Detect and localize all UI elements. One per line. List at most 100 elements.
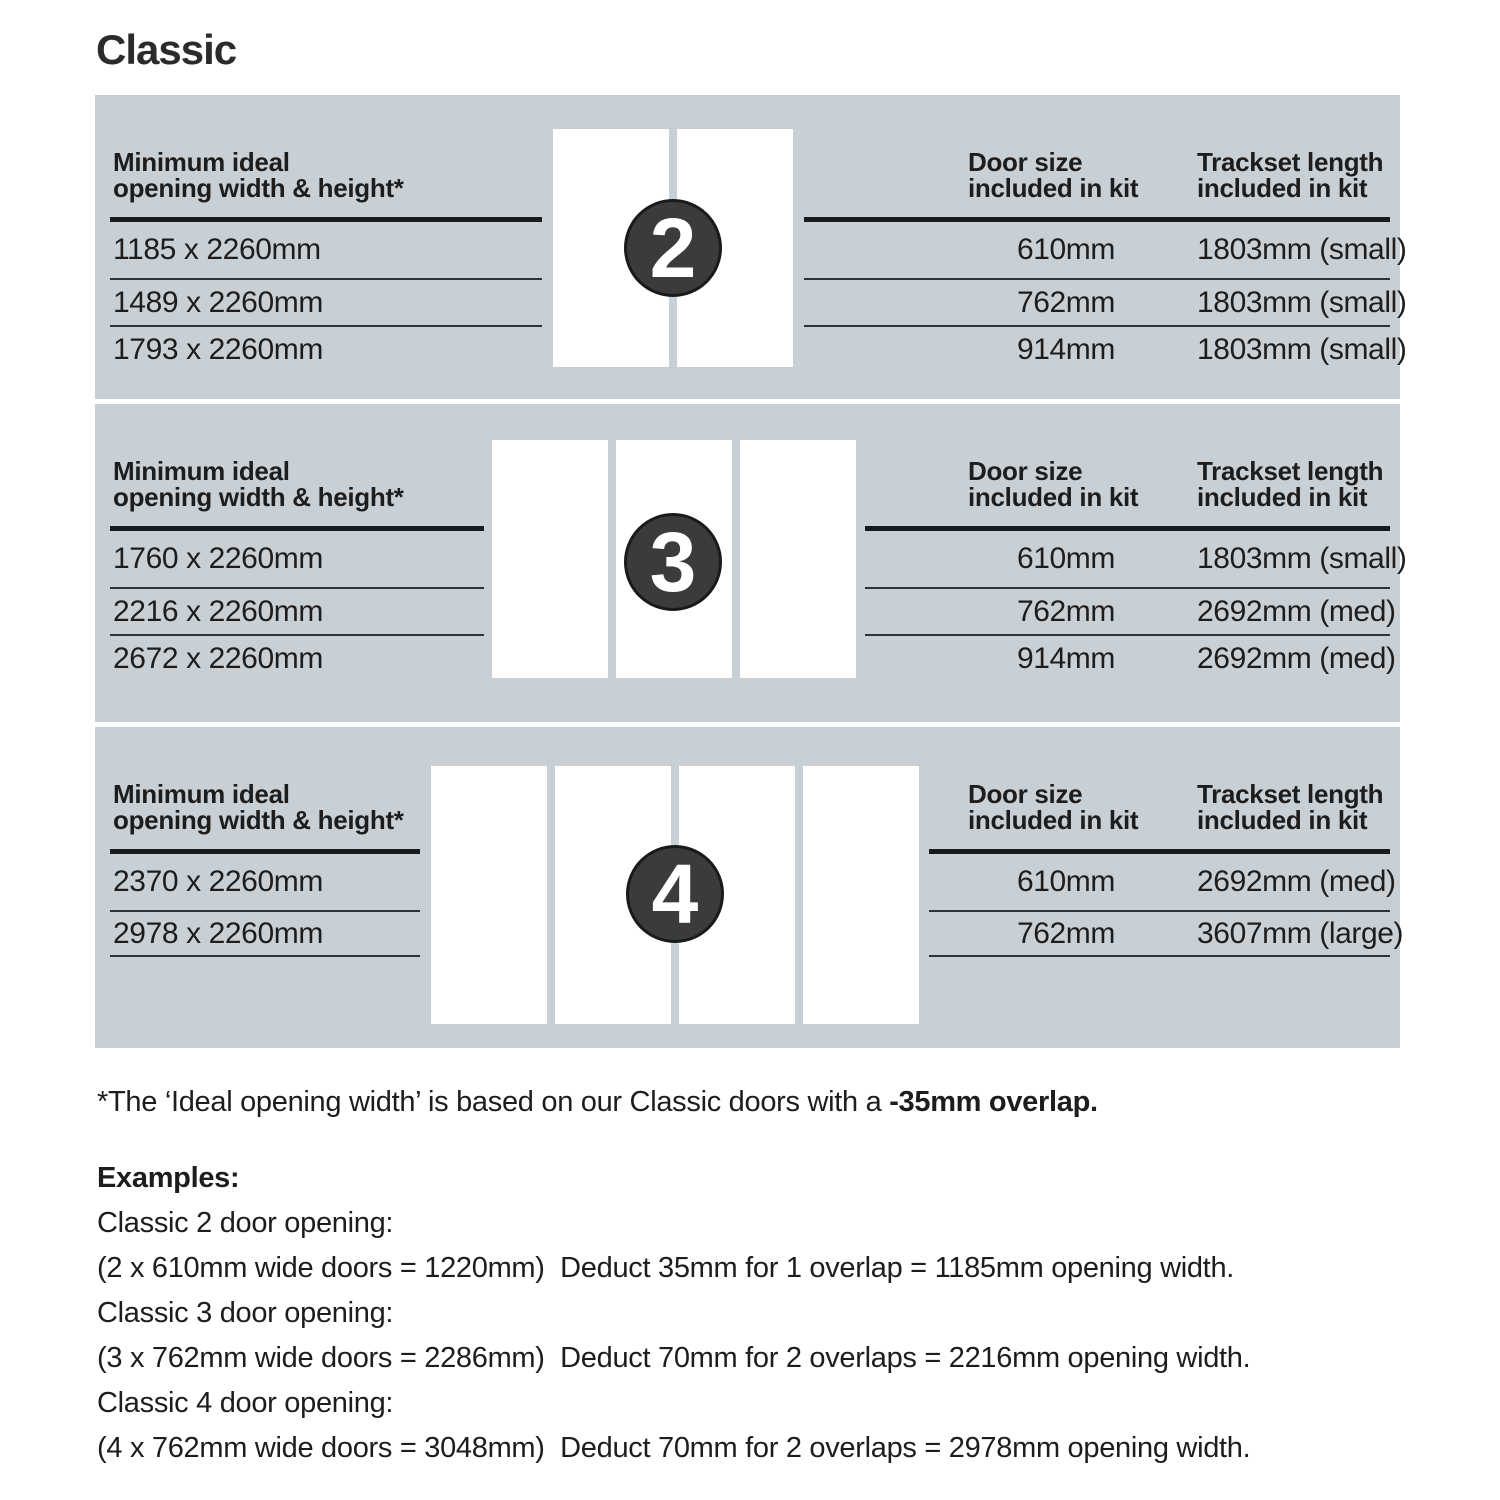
- header-line: included in kit: [968, 173, 1139, 203]
- door-count-badge: 2: [624, 199, 722, 297]
- trackset-column-header: Trackset length included in kit: [1197, 456, 1384, 512]
- header-line: Door size: [968, 147, 1083, 177]
- trackset-length-cell: 1803mm (small): [1197, 285, 1407, 319]
- examples-section: Examples: Classic 2 door opening: (2 x 6…: [97, 1156, 1251, 1471]
- door-size-cell: 610mm: [1016, 865, 1115, 898]
- door-size-cell: 610mm: [1016, 233, 1115, 266]
- door-count-badge: 3: [624, 513, 722, 611]
- door-count-badge: 4: [626, 845, 724, 943]
- header-line: opening width & height*: [113, 482, 404, 512]
- header-line: included in kit: [968, 805, 1139, 835]
- header-line: Door size: [968, 779, 1083, 809]
- trackset-length-cell: 2692mm (med): [1197, 865, 1396, 898]
- table-row: 1185 x 2260mm: [110, 222, 542, 278]
- door-size-column-header: Door size included in kit: [968, 456, 1139, 512]
- header-rule: [804, 217, 1390, 222]
- opening-column-header: Minimum ideal opening width & height*: [113, 149, 404, 201]
- table-row: 610mm 1803mm (small): [804, 222, 1407, 278]
- header-line: Minimum ideal: [113, 456, 290, 486]
- trackset-length-cell: 2692mm (med): [1197, 594, 1396, 628]
- trackset-length-cell: 1803mm (small): [1197, 332, 1407, 366]
- example-line: (2 x 610mm wide doors = 1220mm) Deduct 3…: [97, 1252, 1235, 1284]
- example-line: (4 x 762mm wide doors = 3048mm) Deduct 7…: [97, 1432, 1251, 1464]
- header-line: included in kit: [968, 482, 1139, 512]
- opening-column: Minimum ideal opening width & height* 23…: [110, 727, 420, 1048]
- table-row: 1793 x 2260mm: [110, 325, 542, 372]
- header-line: Door size: [968, 456, 1083, 486]
- table-row: 610mm 2692mm (med): [929, 854, 1396, 910]
- header-line: Minimum ideal: [113, 779, 290, 809]
- header-line: opening width & height*: [113, 805, 404, 835]
- table-row: 1489 x 2260mm: [110, 278, 542, 325]
- page-title: Classic: [96, 26, 237, 73]
- door-panel: [492, 440, 608, 678]
- header-rule: [110, 217, 542, 222]
- overlap-footnote: *The ‘Ideal opening width’ is based on o…: [97, 1086, 1098, 1119]
- opening-size-cell: 1760 x 2260mm: [113, 542, 323, 575]
- door-size-cell: 762mm: [1016, 916, 1115, 950]
- door-count: 4: [651, 847, 699, 941]
- door-size-cell: 610mm: [1016, 542, 1115, 575]
- footnote-text: *The ‘Ideal opening width’ is based on o…: [97, 1086, 890, 1118]
- opening-size-cell: 2370 x 2260mm: [113, 865, 323, 898]
- door-size-column-header: Door size included in kit: [968, 779, 1139, 835]
- opening-column-header: Minimum ideal opening width & height*: [113, 781, 404, 833]
- door-panel: [431, 766, 547, 1024]
- door-count: 3: [649, 515, 697, 609]
- panel-4-door: Minimum ideal opening width & height* 23…: [95, 727, 1404, 1048]
- trackset-length-cell: 2692mm (med): [1197, 641, 1396, 675]
- door-panel: [803, 766, 919, 1024]
- opening-size-cell: 1185 x 2260mm: [113, 233, 321, 266]
- header-line: opening width & height*: [113, 173, 404, 203]
- kit-columns: Door size included in kit Trackset lengt…: [804, 95, 1407, 399]
- door-size-column-header: Door size included in kit: [968, 147, 1139, 203]
- example-line: Classic 3 door opening:: [97, 1297, 394, 1329]
- door-count: 2: [649, 201, 697, 295]
- opening-column: Minimum ideal opening width & height* 11…: [110, 95, 542, 399]
- door-size-cell: 762mm: [1016, 594, 1115, 628]
- door-size-cell: 914mm: [1016, 332, 1115, 366]
- header-rule: [110, 526, 484, 531]
- table-row: 610mm 1803mm (small): [865, 531, 1407, 587]
- table-row: 1760 x 2260mm: [110, 531, 484, 587]
- table-row: 762mm 3607mm (large): [929, 910, 1404, 957]
- opening-size-cell: 1793 x 2260mm: [113, 332, 323, 366]
- footnote-bold-text: -35mm overlap.: [889, 1086, 1098, 1118]
- panel-2-door: Minimum ideal opening width & height* 11…: [95, 95, 1407, 399]
- door-panel: [740, 440, 856, 678]
- table-row: 914mm 2692mm (med): [865, 634, 1396, 681]
- kit-columns: Door size included in kit Trackset lengt…: [929, 727, 1404, 1048]
- trackset-column-header: Trackset length included in kit: [1197, 779, 1384, 835]
- trackset-length-cell: 3607mm (large): [1197, 916, 1404, 950]
- trackset-column-header: Trackset length included in kit: [1197, 147, 1384, 203]
- header-rule: [865, 526, 1390, 531]
- door-size-cell: 914mm: [1016, 641, 1115, 675]
- table-row: 2216 x 2260mm: [110, 587, 484, 634]
- header-line: included in kit: [1197, 482, 1368, 512]
- table-row: 762mm 1803mm (small): [804, 278, 1407, 325]
- header-line: Trackset length: [1197, 147, 1384, 177]
- table-row: 762mm 2692mm (med): [865, 587, 1396, 634]
- examples-heading: Examples:: [97, 1162, 240, 1194]
- header-line: included in kit: [1197, 173, 1368, 203]
- header-rule: [110, 849, 420, 854]
- opening-size-cell: 1489 x 2260mm: [113, 285, 323, 319]
- trackset-length-cell: 1803mm (small): [1197, 233, 1407, 266]
- header-rule: [929, 849, 1390, 854]
- header-line: included in kit: [1197, 805, 1368, 835]
- kit-columns: Door size included in kit Trackset lengt…: [865, 404, 1407, 722]
- example-line: Classic 2 door opening:: [97, 1207, 394, 1239]
- trackset-length-cell: 1803mm (small): [1197, 542, 1407, 575]
- opening-size-cell: 2216 x 2260mm: [113, 594, 323, 628]
- table-row: 914mm 1803mm (small): [804, 325, 1407, 372]
- table-row: 2978 x 2260mm: [110, 910, 420, 957]
- panel-3-door: Minimum ideal opening width & height* 17…: [95, 404, 1407, 722]
- opening-column-header: Minimum ideal opening width & height*: [113, 458, 404, 510]
- header-line: Trackset length: [1197, 779, 1384, 809]
- opening-size-cell: 2672 x 2260mm: [113, 641, 323, 675]
- door-size-cell: 762mm: [1016, 285, 1115, 319]
- opening-size-cell: 2978 x 2260mm: [113, 916, 323, 950]
- example-line: Classic 4 door opening:: [97, 1387, 394, 1419]
- header-line: Trackset length: [1197, 456, 1384, 486]
